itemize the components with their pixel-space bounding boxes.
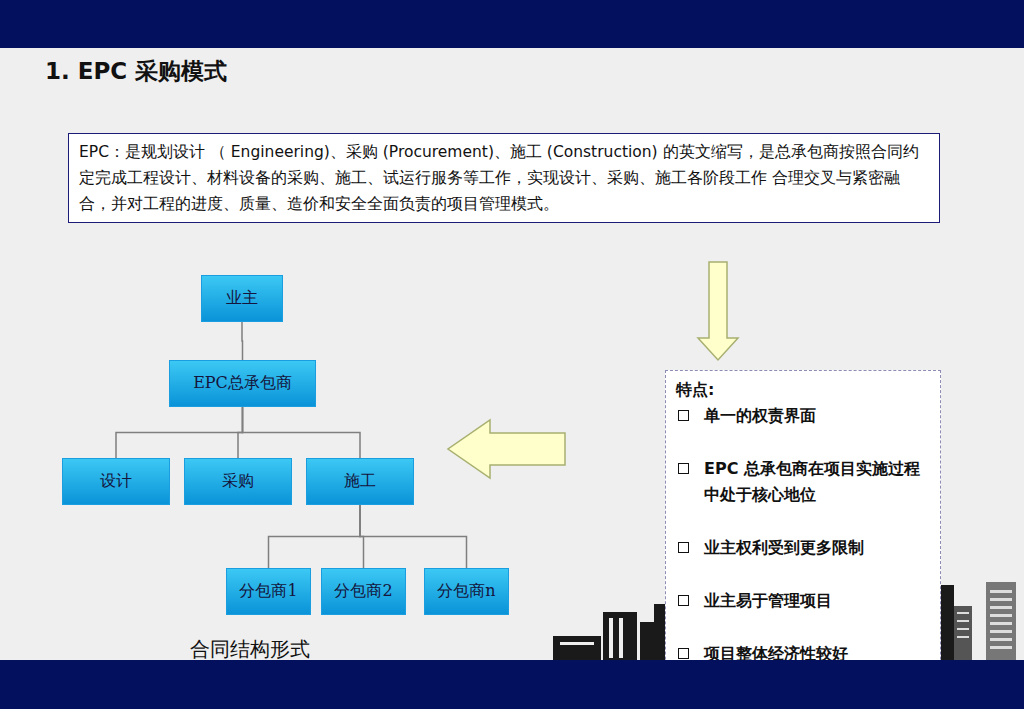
org-box: 业主 bbox=[201, 275, 283, 322]
node-label: EPC：是规划设计 （ Engineering)、采购 (Procurement… bbox=[79, 139, 929, 217]
node-label: 分包商2 bbox=[334, 581, 392, 602]
org-box: 设计 bbox=[62, 458, 170, 505]
org-box: 分包商1 bbox=[226, 568, 311, 615]
block-arrow bbox=[698, 262, 738, 360]
org-box: 采购 bbox=[184, 458, 292, 505]
panel-heading: 特点: bbox=[676, 377, 932, 403]
tree-connector bbox=[243, 407, 361, 458]
definition-box: EPC：是规划设计 （ Engineering)、采购 (Procurement… bbox=[68, 133, 940, 223]
org-box: 分包商2 bbox=[321, 568, 406, 615]
node-label: 施工 bbox=[344, 471, 376, 492]
tree-connector bbox=[360, 505, 467, 568]
slide-title: 1. EPC 采购模式 bbox=[45, 56, 227, 87]
tree-connector bbox=[116, 407, 243, 458]
node-label: 分包商1 bbox=[239, 581, 297, 602]
feature-item: 业主权利受到更多限制 bbox=[676, 535, 932, 561]
feature-item: 业主易于管理项目 bbox=[676, 588, 932, 614]
tree-connector bbox=[241, 322, 243, 360]
node-label: 设计 bbox=[100, 471, 132, 492]
node-label: 分包商n bbox=[437, 581, 495, 602]
org-box: 分包商n bbox=[424, 568, 509, 615]
header-bar bbox=[0, 0, 1024, 48]
footer-bar bbox=[0, 660, 1024, 709]
feature-item: EPC 总承包商在项目实施过程中处于核心地位 bbox=[676, 456, 932, 508]
node-label: 业主 bbox=[226, 288, 258, 309]
tree-connector bbox=[269, 505, 361, 568]
node-label: EPC总承包商 bbox=[193, 373, 292, 394]
node-label: 采购 bbox=[222, 471, 254, 492]
org-box: 施工 bbox=[306, 458, 414, 505]
block-arrow-left bbox=[448, 420, 565, 478]
org-box: EPC总承包商 bbox=[169, 360, 316, 407]
chart-caption: 合同结构形式 bbox=[190, 636, 310, 663]
feature-panel: 特点:单一的权责界面 EPC 总承包商在项目实施过程中处于核心地位业主权利受到更多… bbox=[665, 370, 941, 709]
feature-item: 单一的权责界面 bbox=[676, 403, 932, 429]
